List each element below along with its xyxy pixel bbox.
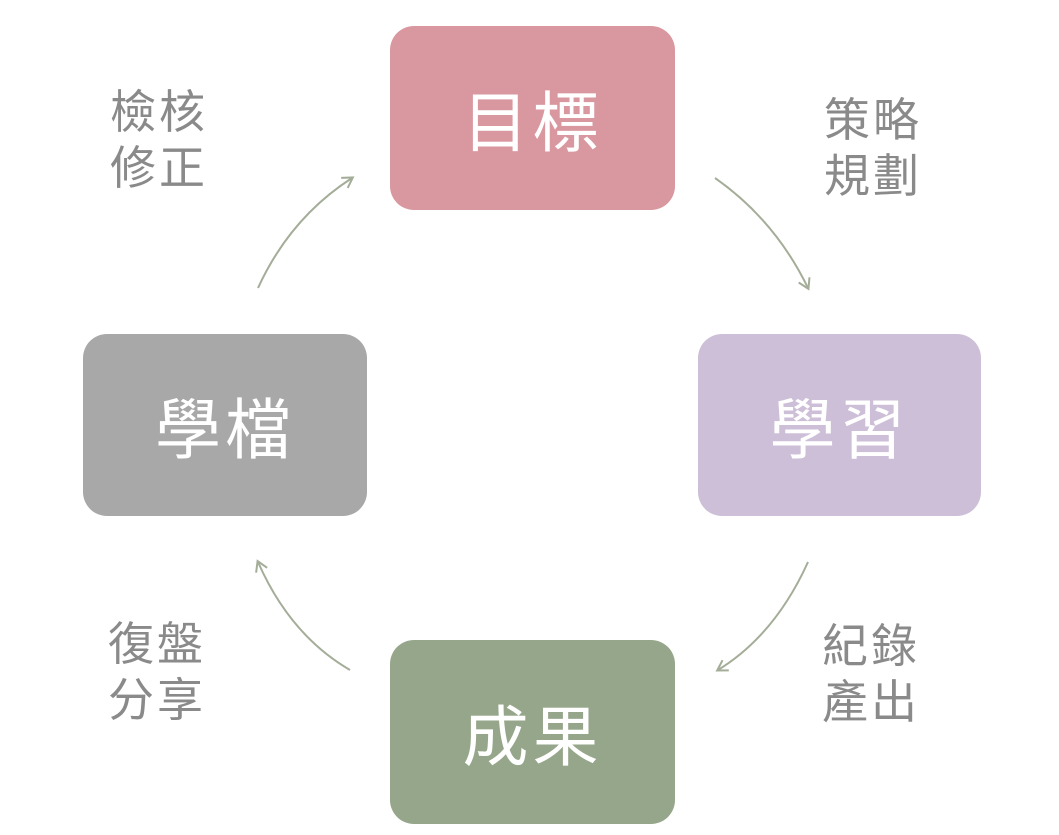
edge-label-line: 檢核	[110, 85, 208, 139]
edge-label-line: 修正	[110, 141, 208, 195]
edge-label-line: 紀錄	[822, 619, 920, 673]
arrow-profile-to-goal	[257, 176, 355, 289]
arrow-goal-to-learn	[714, 177, 811, 291]
edge-label-line: 分享	[108, 673, 206, 727]
edge-label-profile-to-goal: 檢核 修正	[110, 84, 208, 196]
edge-label-goal-to-learn: 策略 規劃	[824, 92, 922, 204]
edge-label-line: 規劃	[824, 149, 922, 203]
node-result: 成果	[390, 640, 675, 824]
edge-label-result-to-profile: 復盤 分享	[108, 616, 206, 728]
node-profile: 學檔	[83, 334, 367, 516]
arrow-learn-to-result	[715, 561, 809, 672]
edge-label-line: 復盤	[108, 617, 206, 671]
edge-label-line: 產出	[822, 675, 920, 729]
node-goal: 目標	[390, 26, 675, 210]
edge-label-line: 策略	[824, 93, 922, 147]
node-learn: 學習	[698, 334, 981, 516]
edge-label-learn-to-result: 紀錄 產出	[822, 618, 920, 730]
arrow-result-to-profile	[255, 559, 351, 671]
